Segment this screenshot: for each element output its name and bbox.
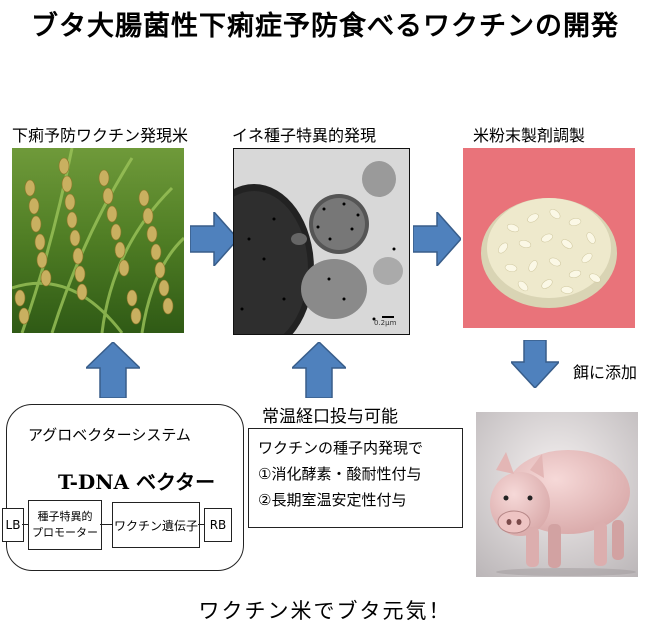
arrow-right-icon [413,212,461,266]
rb-box: RB [204,508,232,542]
arrow-right-icon [190,212,238,266]
tdna-suffix: ベクター [135,470,216,494]
info-line-2: ①消化酵素・酸耐性付与 [258,465,422,483]
slogan: ワクチン米でブタ元気！ [198,599,452,623]
scale-bar-label: 0.2μm [374,319,397,327]
arrow-down-icon [511,340,559,388]
info-line-1: ワクチンの種子内発現で [258,439,424,457]
tdna-prefix: T-DNA [58,470,130,494]
page-title: ブタ大腸菌性下痢症予防食べるワクチンの開発 [31,11,619,42]
oral-admin-heading: 常温経口投与可能 [262,407,398,427]
rice-powder-image [463,148,635,328]
construct-line [198,524,204,525]
oral-info-box [248,428,463,528]
promoter-line1: 種子特異的 [37,510,93,523]
info-line-3: ②長期室温安定性付与 [258,491,407,509]
rice-powder-label: 米粉末製剤調製 [473,126,586,145]
promoter-box: 種子特異的 プロモーター [28,500,102,550]
pig-image [476,412,638,577]
rice-plant-label: 下痢予防ワクチン発現米 [12,126,189,145]
construct-line [22,524,28,525]
arrow-up-icon [292,342,346,398]
feed-additive-label: 餌に添加 [573,363,638,382]
construct-line [100,524,112,525]
vaccine-gene-box: ワクチン遺伝子 [112,502,200,548]
seed-expression-image: 0.2μm [233,148,410,335]
tdna-vector-label: T-DNA ベクター [58,466,215,495]
seed-expression-label: イネ種子特異的発現 [232,126,377,145]
promoter-line2: プロモーター [32,526,98,539]
rice-plant-image [12,148,184,333]
lb-box: LB [2,508,24,542]
agro-vector-label: アグロベクターシステム [28,426,191,444]
arrow-up-icon [86,342,140,398]
